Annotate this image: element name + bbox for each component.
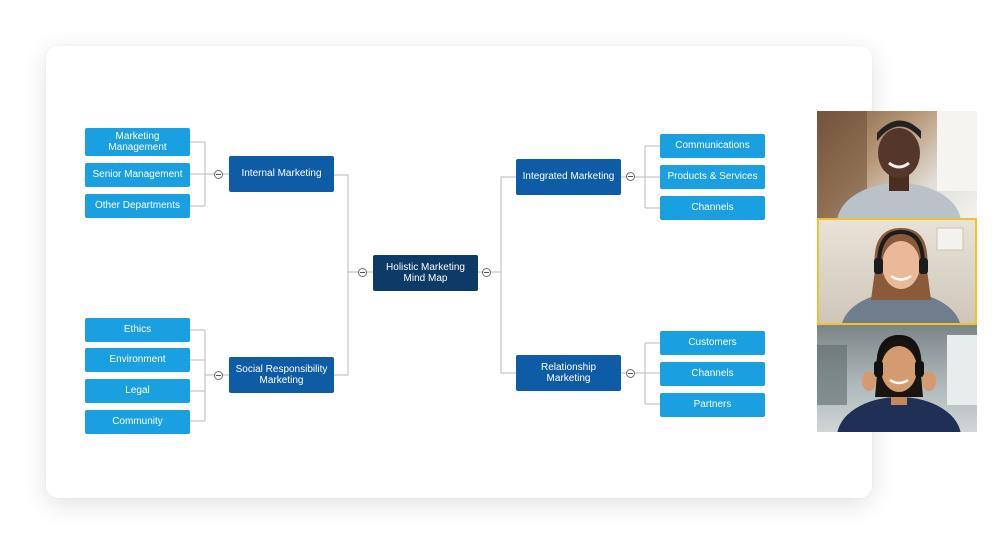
leaf-senior-management[interactable]: Senior Management <box>85 163 190 187</box>
participant-video-icon <box>842 227 964 323</box>
leaf-marketing-management[interactable]: Marketing Management <box>85 128 190 156</box>
root-node[interactable]: Holistic Marketing Mind Map <box>373 255 478 291</box>
participant-video-3[interactable] <box>817 325 977 432</box>
leaf-products-services[interactable]: Products & Services <box>660 165 765 189</box>
leaf-customers[interactable]: Customers <box>660 331 765 355</box>
leaf-other-departments[interactable]: Other Departments <box>85 194 190 218</box>
participant-video-icon <box>817 334 977 432</box>
collapse-toggle-relationship[interactable] <box>626 369 635 378</box>
leaf-channels-relationship[interactable]: Channels <box>660 362 765 386</box>
collapse-toggle-internal[interactable] <box>214 170 223 179</box>
leaf-community[interactable]: Community <box>85 410 190 434</box>
leaf-communications[interactable]: Communications <box>660 134 765 158</box>
participant-video-icon <box>817 111 977 218</box>
collapse-toggle-integrated[interactable] <box>626 172 635 181</box>
branch-social-responsibility[interactable]: Social Responsibility Marketing <box>229 357 334 393</box>
branch-integrated-marketing[interactable]: Integrated Marketing <box>516 159 621 195</box>
leaf-environment[interactable]: Environment <box>85 348 190 372</box>
leaf-legal[interactable]: Legal <box>85 379 190 403</box>
branch-relationship-marketing[interactable]: Relationship Marketing <box>516 355 621 391</box>
participant-video-2-active[interactable] <box>817 218 977 325</box>
leaf-channels-integrated[interactable]: Channels <box>660 196 765 220</box>
leaf-partners[interactable]: Partners <box>660 393 765 417</box>
participant-video-1[interactable] <box>817 111 977 218</box>
collapse-toggle-root-left[interactable] <box>358 268 367 277</box>
collapse-toggle-root-right[interactable] <box>482 268 491 277</box>
branch-internal-marketing[interactable]: Internal Marketing <box>229 156 334 192</box>
leaf-ethics[interactable]: Ethics <box>85 318 190 342</box>
collapse-toggle-social[interactable] <box>214 371 223 380</box>
